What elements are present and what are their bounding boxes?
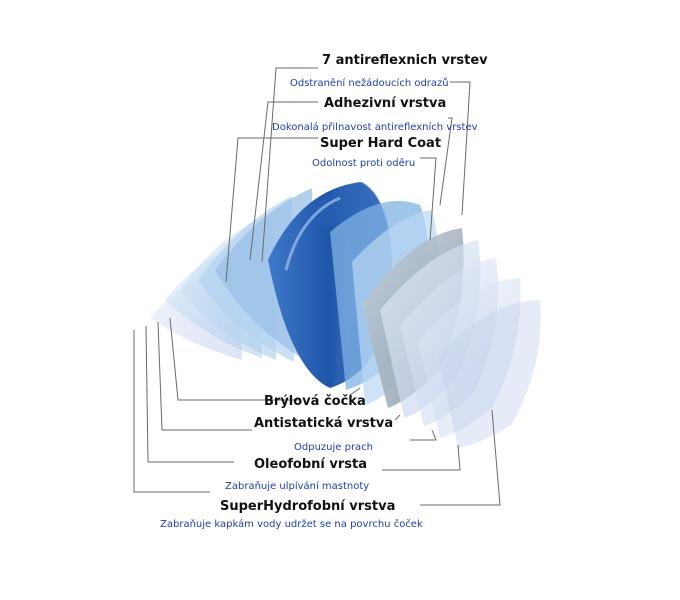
leader-top-2 (249, 101, 318, 261)
leader-bottom-2b (394, 414, 401, 421)
top-labels: 7 antireflexnich vrstev Odstranění nežád… (272, 53, 488, 169)
bottom-labels: Brýlová čočka Antistatická vrstva Odpuzu… (160, 394, 423, 530)
label-adhesive-title: Adhezivní vrstva (324, 96, 446, 111)
label-lens-title: Brýlová čočka (264, 394, 366, 409)
layer-shape-r6 (418, 278, 521, 438)
label-antireflex-subtitle: Odstranění nežádoucích odrazů (290, 77, 449, 89)
top-leader-lines (225, 67, 471, 283)
label-hardcoat-title: Super Hard Coat (320, 136, 441, 151)
leader-bottom-3b (410, 429, 437, 441)
label-antireflex-title: 7 antireflexnich vrstev (322, 53, 488, 68)
label-antistatic-title: Antistatická vrstva (254, 416, 393, 431)
right-layers (330, 201, 541, 448)
leader-bottom-4 (145, 325, 234, 463)
leader-bottom-5 (133, 330, 210, 493)
label-oleophobic-title: Oleofobní vrsta (254, 457, 367, 472)
leader-top-1 (261, 67, 318, 263)
leader-bottom-2 (169, 317, 300, 401)
layer-shape-r7 (438, 300, 541, 448)
leader-bottom-3 (157, 321, 252, 431)
leader-bottom-4b (382, 444, 461, 471)
leader-top-1b (450, 81, 471, 216)
bottom-leader-lines (133, 317, 501, 506)
label-oleophobic-subtitle: Zabraňuje ulpívání mastnoty (225, 480, 369, 492)
label-hydrophobic-title: SuperHydrofobní vrstva (220, 499, 395, 514)
leader-top-3 (225, 137, 318, 283)
label-antistatic-subtitle: Odpuzuje prach (294, 442, 373, 453)
leader-top-2b (439, 117, 453, 206)
label-hardcoat-subtitle: Odolnost proti oděru (312, 157, 415, 169)
label-hydrophobic-subtitle: Zabraňuje kapkám vody udržet se na povrc… (160, 518, 423, 530)
leader-bottom-5b (420, 409, 501, 506)
label-adhesive-subtitle: Dokonalá přilnavost antireflexních vrste… (272, 121, 478, 133)
leader-top-3b (420, 157, 437, 241)
lens-highlight (284, 196, 341, 271)
leader-bottom-1 (349, 387, 361, 396)
